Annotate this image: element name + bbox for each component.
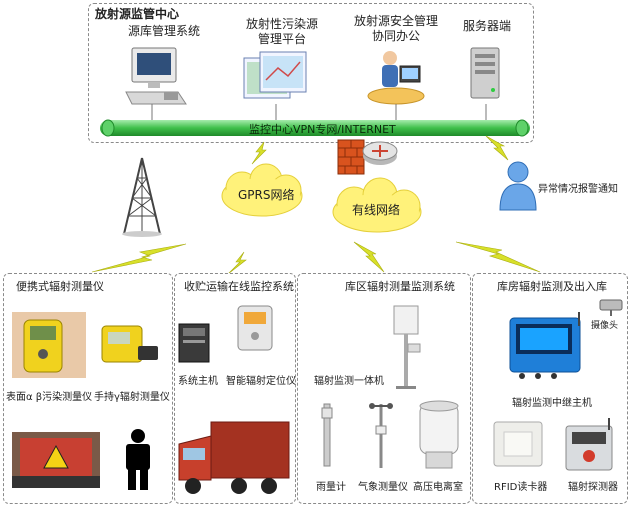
radiation-detector-label: 辐射探测器 (568, 482, 618, 493)
desktop-computer-icon (125, 47, 187, 105)
lightning-bolt-icon (455, 241, 541, 273)
lightning-bolt-icon (91, 243, 187, 273)
node-label-collab-office: 放射源安全管理 协同办公 (354, 14, 438, 44)
surface-contamination-meter-image (12, 312, 86, 378)
gamma-meter-label: 手持γ辐射测量仪 (94, 392, 170, 403)
integrated-monitor-image (393, 305, 421, 389)
radiation-detector-image (565, 418, 613, 471)
relay-host-label: 辐射监测中继主机 (512, 398, 592, 409)
truck-image (178, 421, 290, 494)
person-silhouette-icon (126, 429, 150, 490)
node-label-collab-office-text: 放射源安全管理 协同办公 (354, 14, 439, 43)
smart-locator-label: 智能辐射定位仪 (226, 376, 296, 387)
warehouse-title: 库房辐射监测及出入库 (497, 280, 607, 293)
smart-locator-image (237, 305, 273, 351)
vpn-network-bar (100, 119, 530, 137)
node-label-pollution-platform: 放射性污染源 管理平台 (246, 17, 318, 47)
weather-station-image (369, 403, 393, 468)
storage-area-title: 库区辐射测量监测系统 (345, 280, 455, 293)
wired-label: 有线网络 (352, 203, 401, 217)
node-label-server: 服务器端 (463, 19, 512, 33)
wired-cloud-icon (332, 177, 422, 233)
lightning-bolt-icon (485, 135, 509, 161)
system-host-image (178, 323, 210, 363)
rain-gauge-image (321, 403, 333, 467)
lightning-bolt-icon (227, 251, 247, 275)
integrated-monitor-label: 辐射监测一体机 (314, 376, 384, 387)
alarm-label: 异常情况报警通知 (538, 184, 618, 195)
radio-tower-icon (122, 157, 162, 237)
lightning-bolt-icon (251, 141, 267, 165)
portable-title: 便携式辐射测量仪 (16, 280, 104, 293)
vpn-network-label: 监控中心VPN专网/INTERNET (249, 123, 396, 136)
relay-host-image (509, 312, 581, 379)
router-icon (362, 141, 398, 165)
gprs-cloud-icon (221, 163, 303, 217)
transport-title: 收贮运输在线监控系统 (184, 280, 294, 293)
lightning-bolt-icon (353, 241, 385, 273)
platform-map-icon (243, 51, 307, 99)
alarm-user-icon (499, 161, 537, 211)
firewall-icon (337, 139, 365, 175)
camera-label: 摄像头 (591, 321, 619, 331)
gprs-label: GPRS网络 (238, 188, 295, 202)
surface-meter-label: 表面α β污染测量仪 (6, 392, 93, 403)
node-label-pollution-platform-text: 放射性污染源 管理平台 (246, 17, 319, 46)
rfid-reader-image (493, 421, 543, 467)
rfid-reader-label: RFID读卡器 (494, 482, 548, 493)
center-title: 放射源监管中心 (95, 7, 180, 21)
rain-gauge-label: 雨量计 (316, 482, 346, 493)
office-worker-icon (367, 51, 425, 105)
weather-station-label: 气象测量仪 (358, 482, 408, 493)
system-host-label: 系统主机 (178, 376, 218, 387)
ionization-chamber-label: 高压电离室 (413, 482, 463, 493)
radiation-gate-image (12, 432, 100, 488)
ionization-chamber-image (419, 400, 459, 469)
node-label-source-lib: 源库管理系统 (128, 24, 201, 38)
server-icon (470, 47, 500, 99)
handheld-gamma-meter-image (101, 325, 158, 363)
camera-icon (599, 299, 623, 316)
network-drops (151, 104, 487, 120)
